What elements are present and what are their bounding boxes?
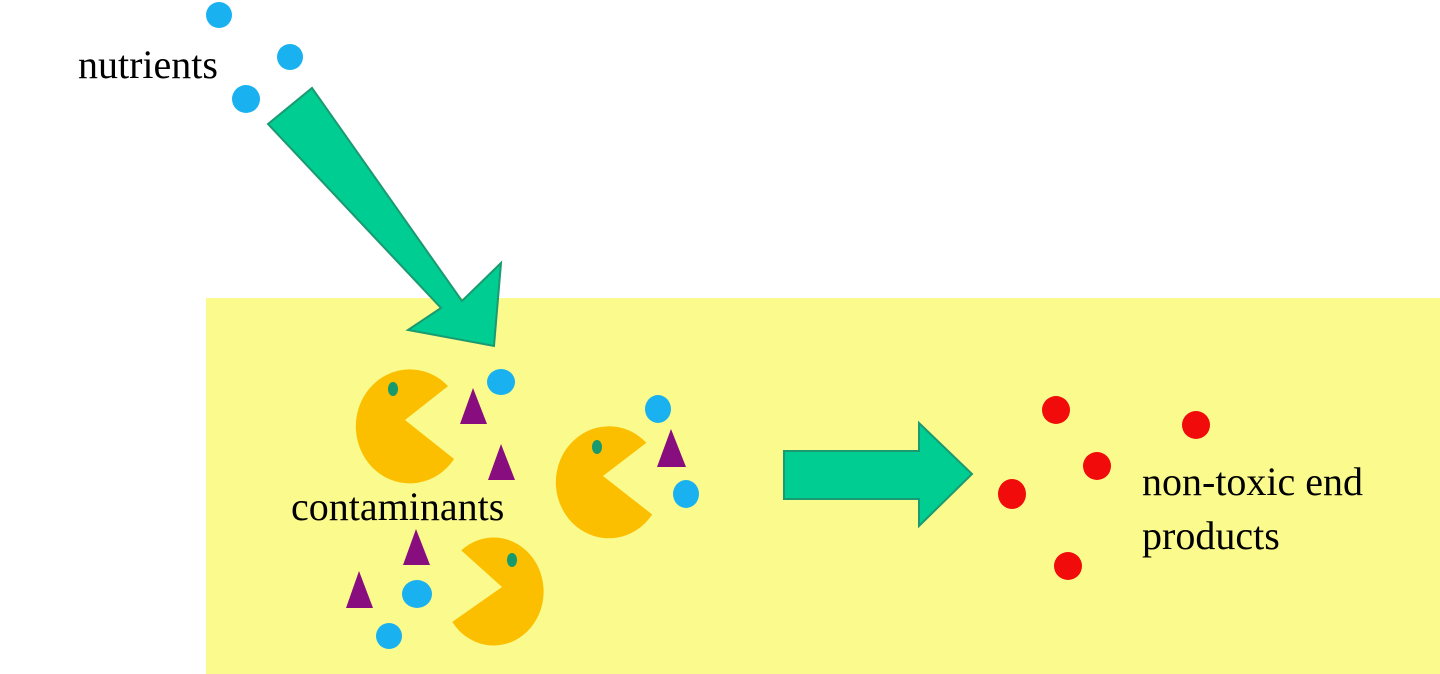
end-product-dot	[1083, 452, 1111, 480]
nutrients-label: nutrients	[78, 42, 218, 87]
end-product-dot	[1054, 552, 1082, 580]
microbe-1	[355, 369, 455, 484]
microbe-icon	[355, 369, 455, 484]
microbe-eye-icon	[592, 440, 602, 454]
end-products	[998, 396, 1210, 580]
nutrient-dot	[277, 44, 303, 70]
soil-nutrients	[376, 369, 699, 649]
nutrient-dot	[402, 580, 432, 608]
end-product-dot	[1182, 411, 1210, 439]
nutrient-dot	[232, 85, 260, 113]
microbe-eye-icon	[507, 553, 517, 567]
contaminant-triangle-icon	[657, 429, 686, 467]
end-products-label-line1: non-toxic end	[1142, 459, 1363, 504]
microbe-2	[555, 426, 653, 539]
nutrient-dot	[376, 623, 402, 649]
degradation-arrow-icon	[783, 420, 974, 529]
contaminant-triangle-icon	[403, 529, 430, 565]
end-products-label: non-toxic end products	[1142, 459, 1373, 558]
microbe-3	[452, 537, 544, 646]
contaminant-triangle-icon	[488, 444, 515, 480]
microbe-eye-icon	[388, 382, 398, 396]
contaminant-triangle-icon	[460, 388, 487, 424]
end-products-label-line2: products	[1142, 513, 1280, 558]
microbe-icon	[555, 426, 653, 539]
nutrient-dot	[487, 369, 515, 395]
end-product-dot	[998, 479, 1026, 509]
contaminants	[346, 388, 686, 608]
contaminants-label: contaminants	[291, 484, 504, 529]
microbe-icon	[452, 537, 544, 646]
nutrient-dot	[645, 395, 671, 423]
nutrient-dot	[206, 2, 232, 28]
nutrient-inflow-arrow-icon	[266, 86, 503, 348]
end-product-dot	[1042, 396, 1070, 424]
contaminant-triangle-icon	[346, 571, 373, 608]
nutrient-dot	[673, 480, 699, 508]
incoming-nutrients	[206, 2, 303, 113]
